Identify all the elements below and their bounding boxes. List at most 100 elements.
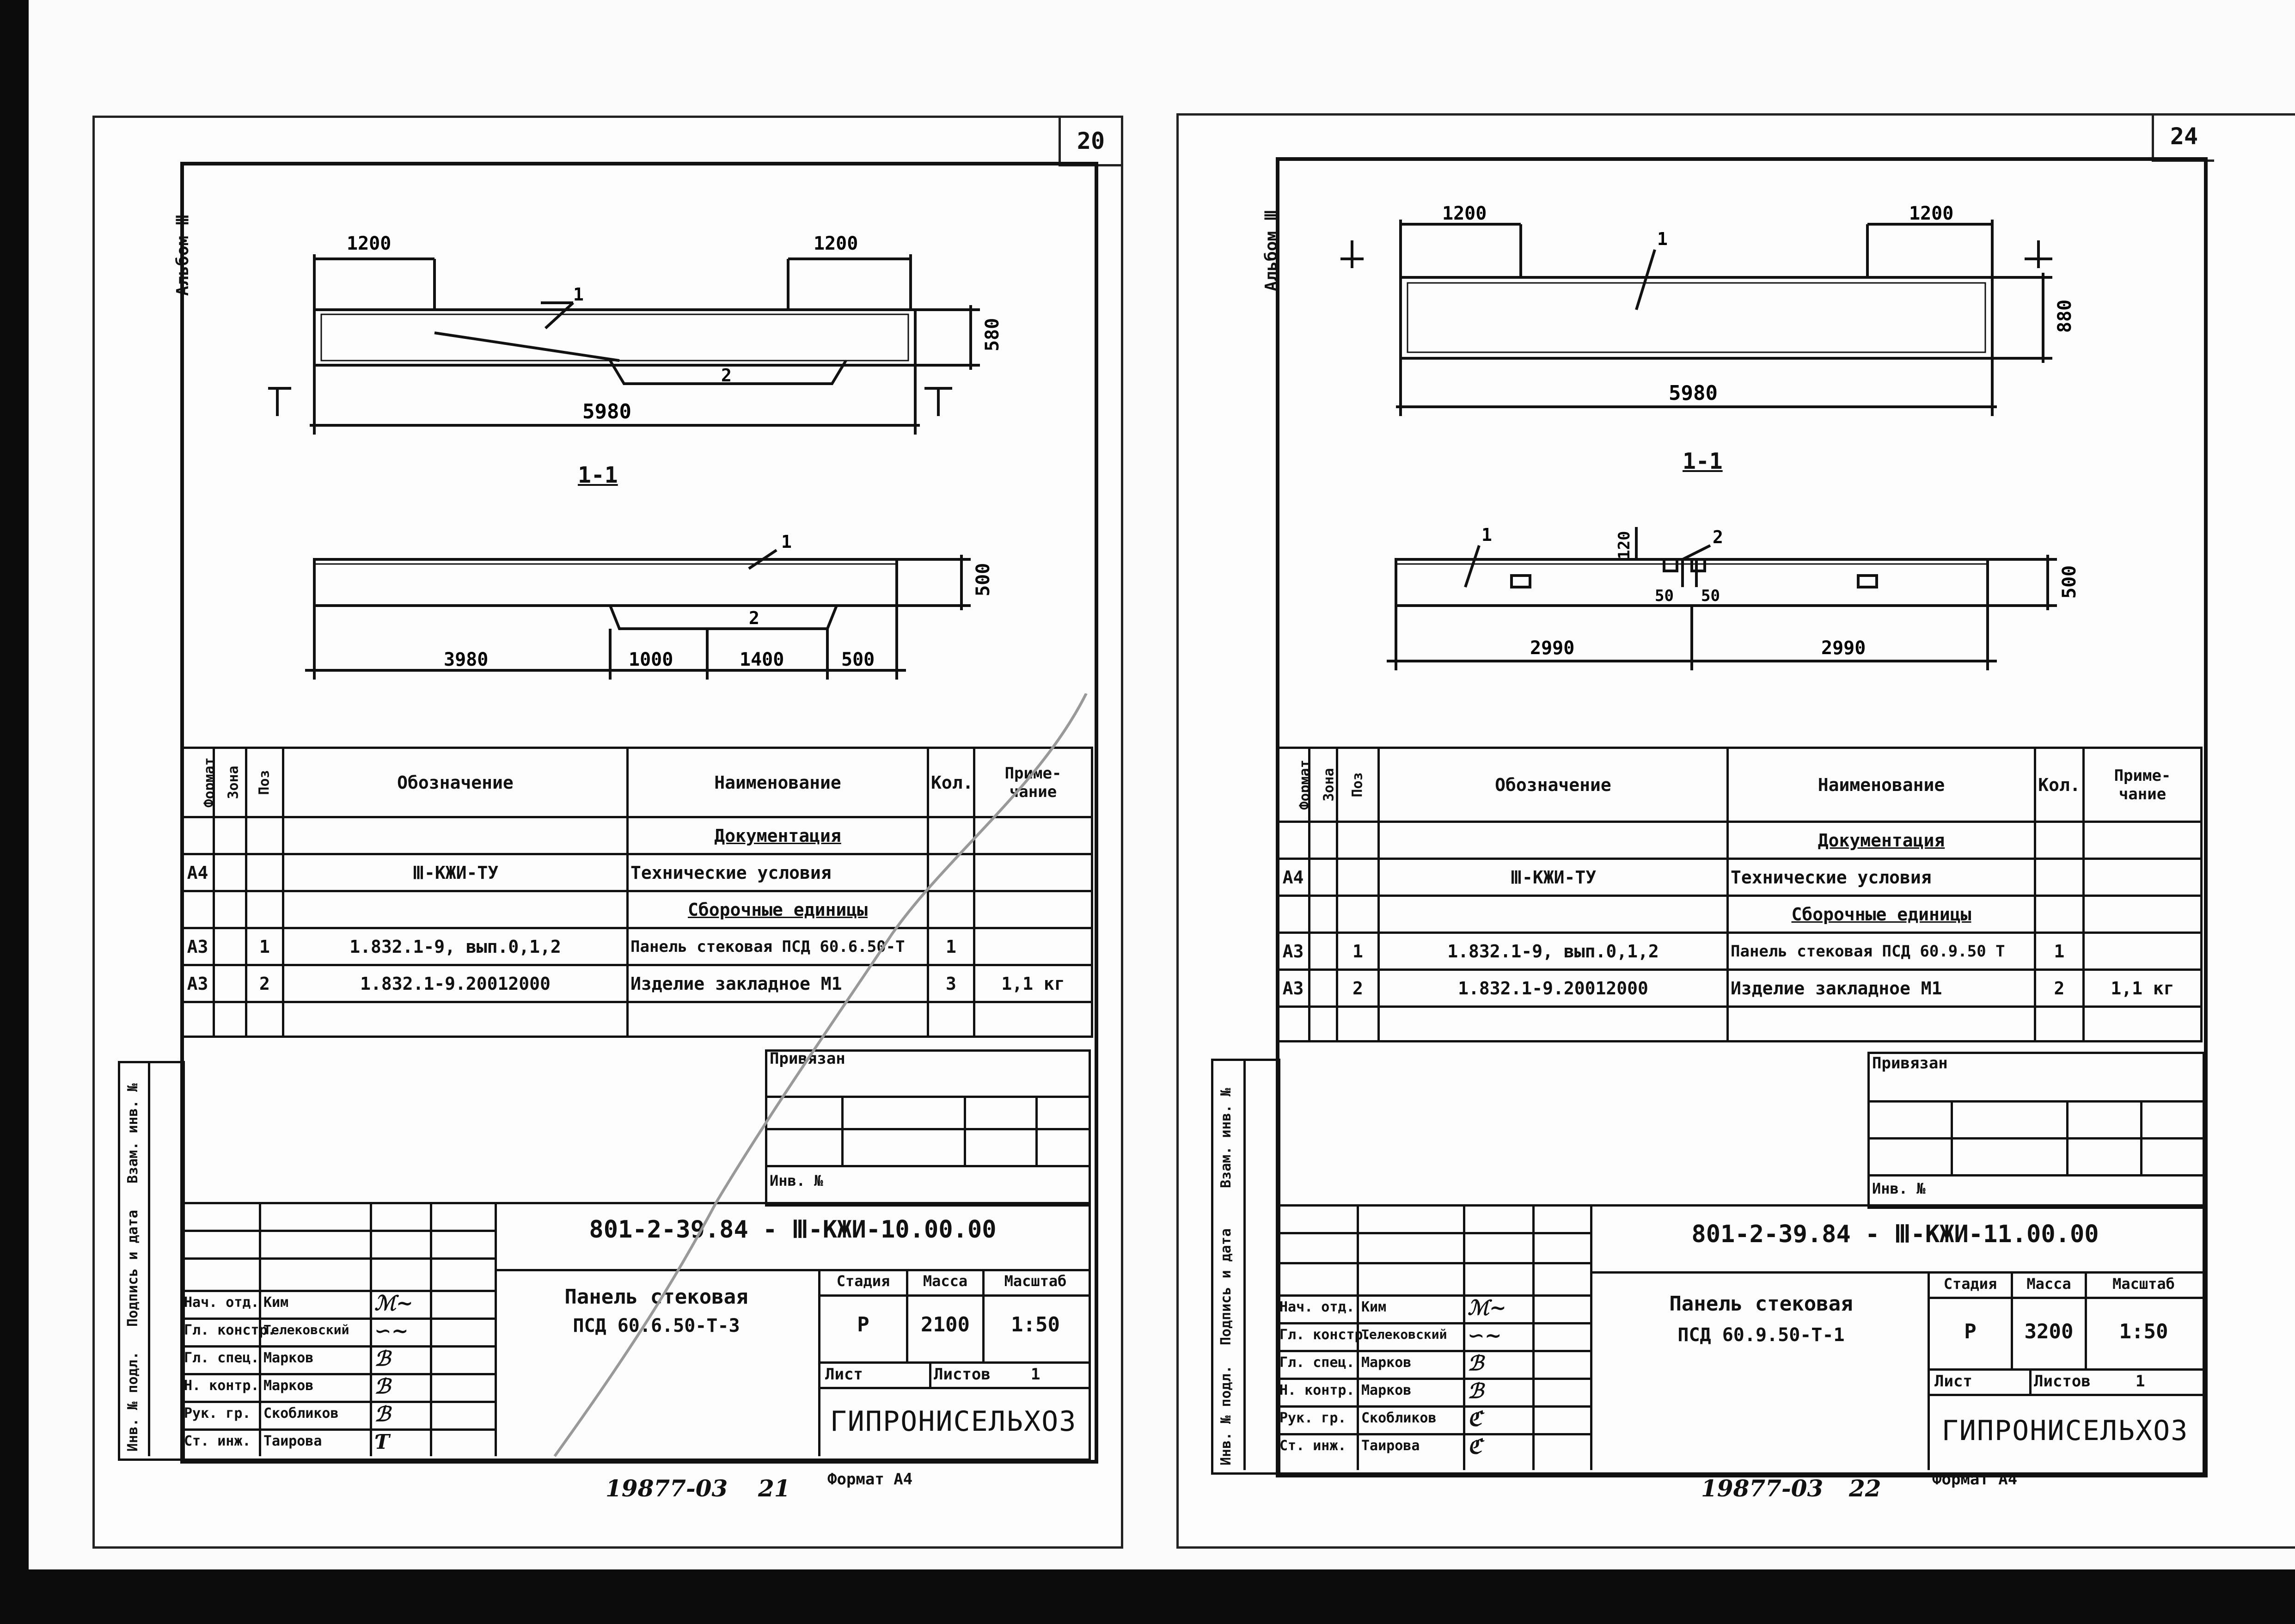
- plan-dim-1200b: 1200: [1909, 203, 1953, 224]
- name-2: Марков: [263, 1350, 314, 1366]
- footer-number-right: 19877-03: [1701, 1475, 1824, 1502]
- section-dim-2: 2990: [1821, 637, 1866, 659]
- stage-val: Р: [1964, 1320, 1977, 1343]
- mass-val: 3200: [2024, 1320, 2074, 1343]
- name-5: Таирова: [1361, 1438, 1420, 1454]
- stage-hdr: Стадия: [1943, 1275, 1997, 1293]
- section-dim-4: 50: [1655, 587, 1674, 605]
- plan-dim-1200a: 1200: [347, 233, 391, 254]
- sheet-lbl: Лист: [825, 1365, 863, 1384]
- privyazan-label-right: Привязан: [1872, 1054, 1948, 1072]
- org-name-right: ГИПРОНИСЕЛЬХОЗ: [1941, 1415, 2189, 1447]
- section-callout-1: 1: [1481, 525, 1492, 545]
- section-drawing-left: 3980 1000 1400 500 500 1 2: [305, 532, 994, 680]
- page-number-left: 20: [1059, 118, 1121, 166]
- section-callout-1: 1: [781, 532, 792, 552]
- inv-no-right: Инв. №: [1872, 1180, 1926, 1197]
- mass-hdr: Масса: [2026, 1275, 2071, 1293]
- table-row: Сборочные единицы: [180, 890, 1093, 929]
- section-dim-2: 1000: [629, 649, 673, 670]
- tear-mark: [553, 693, 1088, 1457]
- scale-val: 1:50: [1011, 1313, 1060, 1336]
- section-dim-3: 1400: [740, 649, 784, 670]
- mass-val: 2100: [921, 1313, 970, 1336]
- scan-edge-bottom: [0, 1569, 2295, 1624]
- name-4: Скобликов: [263, 1405, 339, 1422]
- title-block-right: [1276, 1204, 2205, 1475]
- strip-sign-date-left: Подпись и дата: [125, 1210, 141, 1327]
- drawing-code-left: 801-2-39.84 - Ⅲ-КЖИ-10.00.00: [589, 1216, 997, 1244]
- section-dim-1: 2990: [1530, 637, 1574, 659]
- role-5: Ст. инж.: [1279, 1438, 1346, 1454]
- name-4: Скобликов: [1361, 1410, 1437, 1426]
- drawing-code-right: 801-2-39.84 - Ⅲ-КЖИ-11.00.00: [1691, 1220, 2099, 1248]
- hdr-zone: Зона: [1308, 747, 1338, 823]
- section-title-left: 1-1: [578, 462, 618, 488]
- table-row: А3 1 1.832.1-9, вып.0,1,2 Панель стекова…: [1276, 932, 2203, 971]
- plan-drawing-left: 1200 1200 5980 580 1 2: [268, 233, 1003, 435]
- left-strip-right: [1211, 1059, 1280, 1475]
- title-line2-right: ПСД 60.9.50-Т-1: [1677, 1324, 1845, 1346]
- strip-vzam-right: Взам. инв. №: [1218, 1088, 1234, 1188]
- section-dim-5: 500: [973, 563, 994, 596]
- table-row: А3 2 1.832.1-9.20012000 Изделие закладно…: [180, 964, 1093, 1003]
- hdr-name: Наименование: [1726, 747, 2036, 823]
- hdr-zone: Зона: [213, 747, 247, 818]
- section-dim-5: 50: [1701, 587, 1720, 605]
- sheets-val: 1: [2136, 1372, 2145, 1391]
- inv-no-left: Инв. №: [770, 1172, 823, 1189]
- sheets-val: 1: [1031, 1365, 1040, 1384]
- role-4: Рук. гр.: [184, 1405, 251, 1422]
- role-3: Н. контр.: [184, 1378, 259, 1394]
- section-title-right: 1-1: [1683, 448, 1723, 474]
- hdr-designation: Обозначение: [282, 747, 629, 818]
- album-stamp-right: Альбом Ⅲ: [1262, 209, 1281, 291]
- scan-edge-left: [0, 0, 29, 1624]
- section-callout-2: 2: [749, 608, 759, 628]
- footer-format-left: Формат А4: [827, 1470, 913, 1489]
- name-1: Телековский: [1361, 1327, 1447, 1342]
- strip-sign-date-right: Подпись и дата: [1218, 1228, 1234, 1345]
- table-row: А4 Ⅲ-КЖИ-ТУ Технические условия: [180, 853, 1093, 892]
- strip-inv-podl-right: Инв. № подл.: [1218, 1365, 1234, 1465]
- mass-hdr: Масса: [923, 1272, 968, 1290]
- hdr-pos: Поз: [245, 747, 284, 818]
- sheet-lbl: Лист: [1934, 1372, 1972, 1391]
- plan-drawing-right: 1200 1200 5980 880 1: [1340, 203, 2075, 416]
- callout-1: 1: [573, 284, 584, 305]
- table-row: Документация: [1276, 821, 2203, 860]
- section-dim-4: 500: [841, 649, 875, 670]
- privyazan-block-right: [1867, 1052, 2205, 1209]
- section-dim-6: 500: [2059, 565, 2080, 599]
- name-3: Марков: [263, 1378, 314, 1394]
- name-5: Таирова: [263, 1433, 322, 1449]
- footer-format-right: Формат А4: [1932, 1470, 2018, 1489]
- role-5: Ст. инж.: [184, 1433, 251, 1449]
- plan-dim-width: 880: [2054, 300, 2075, 333]
- hdr-format: Формат: [180, 747, 215, 818]
- name-0: Ким: [263, 1294, 289, 1311]
- hdr-format: Формат: [1276, 747, 1310, 823]
- scale-val: 1:50: [2119, 1320, 2168, 1343]
- name-1: Телековский: [263, 1322, 349, 1337]
- strip-vzam-left: Взам. инв. №: [125, 1083, 141, 1183]
- album-stamp-left: Альбом Ⅲ: [173, 214, 192, 296]
- callout-1: 1: [1657, 229, 1668, 249]
- left-strip-left: [118, 1061, 185, 1461]
- section-drawing-right: 2990 2990 120 50 50 500 1 2: [1387, 525, 2080, 670]
- page-number-right: 24: [2152, 113, 2214, 162]
- role-3: Н. контр.: [1279, 1382, 1355, 1398]
- role-2: Гл. спец.: [1279, 1354, 1355, 1371]
- table-row: Сборочные единицы: [1276, 895, 2203, 934]
- role-1: Гл. констр.: [184, 1322, 276, 1338]
- name-0: Ким: [1361, 1299, 1387, 1315]
- spec-table-right: Формат Зона Поз Обозначение Наименование…: [1276, 747, 2203, 1042]
- sheets-lbl: Листов: [934, 1365, 991, 1384]
- table-row: Документация: [180, 816, 1093, 855]
- role-0: Нач. отд.: [1279, 1299, 1355, 1315]
- role-0: Нач. отд.: [184, 1294, 259, 1311]
- hdr-note: Приме- чание: [2082, 747, 2203, 823]
- hdr-designation: Обозначение: [1377, 747, 1729, 823]
